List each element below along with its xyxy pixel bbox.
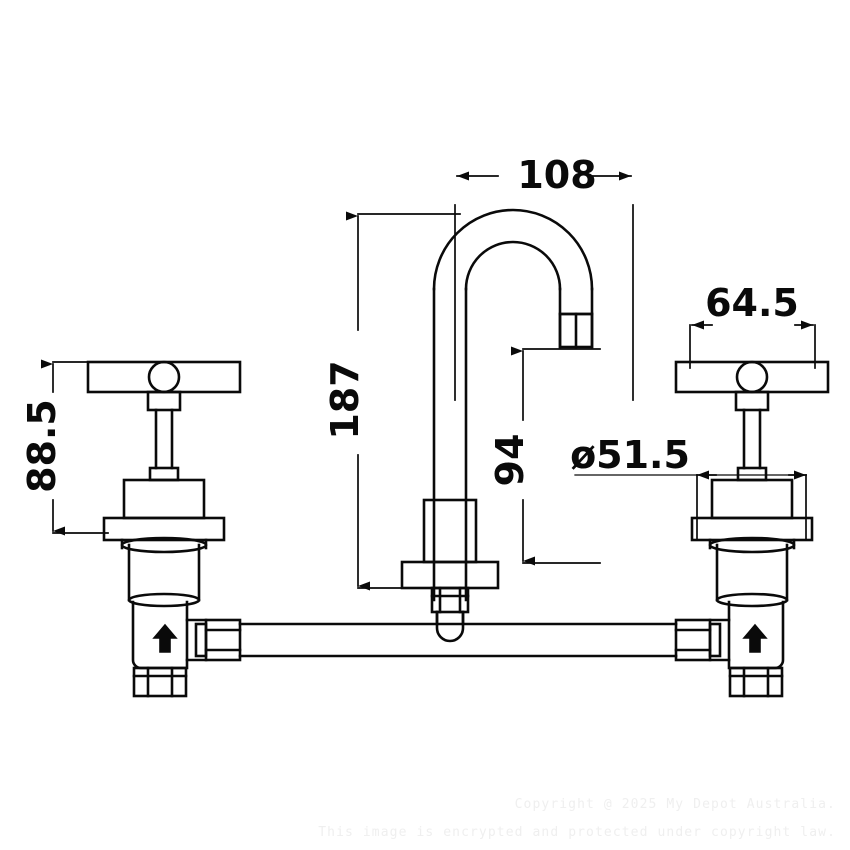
dimension-94 xyxy=(511,346,601,566)
left-valve-arrow xyxy=(152,623,178,653)
center-spout xyxy=(400,208,594,643)
right-tap xyxy=(674,360,830,698)
dimension-108 xyxy=(454,171,634,401)
dimension-187 xyxy=(346,211,461,591)
dimension-88-5 xyxy=(41,359,109,536)
dimension-label-d51-5: ø51.5 xyxy=(570,433,690,477)
dimension-d51-5 xyxy=(574,470,807,541)
left-tap xyxy=(86,360,242,698)
watermark-line-2: This image is encrypted and protected un… xyxy=(318,825,836,840)
dimension-label-64-5: 64.5 xyxy=(705,281,799,325)
right-valve-arrow xyxy=(742,623,768,653)
connecting-pipe xyxy=(238,610,678,658)
watermark-line-1: Copyright @ 2025 My Depot Australia. xyxy=(514,797,836,812)
dimension-64-5 xyxy=(689,320,816,369)
dimension-label-94: 94 xyxy=(488,434,532,487)
dimension-label-187: 187 xyxy=(323,360,367,439)
dimension-label-88-5: 88.5 xyxy=(20,399,64,493)
dimension-label-108: 108 xyxy=(517,153,596,197)
